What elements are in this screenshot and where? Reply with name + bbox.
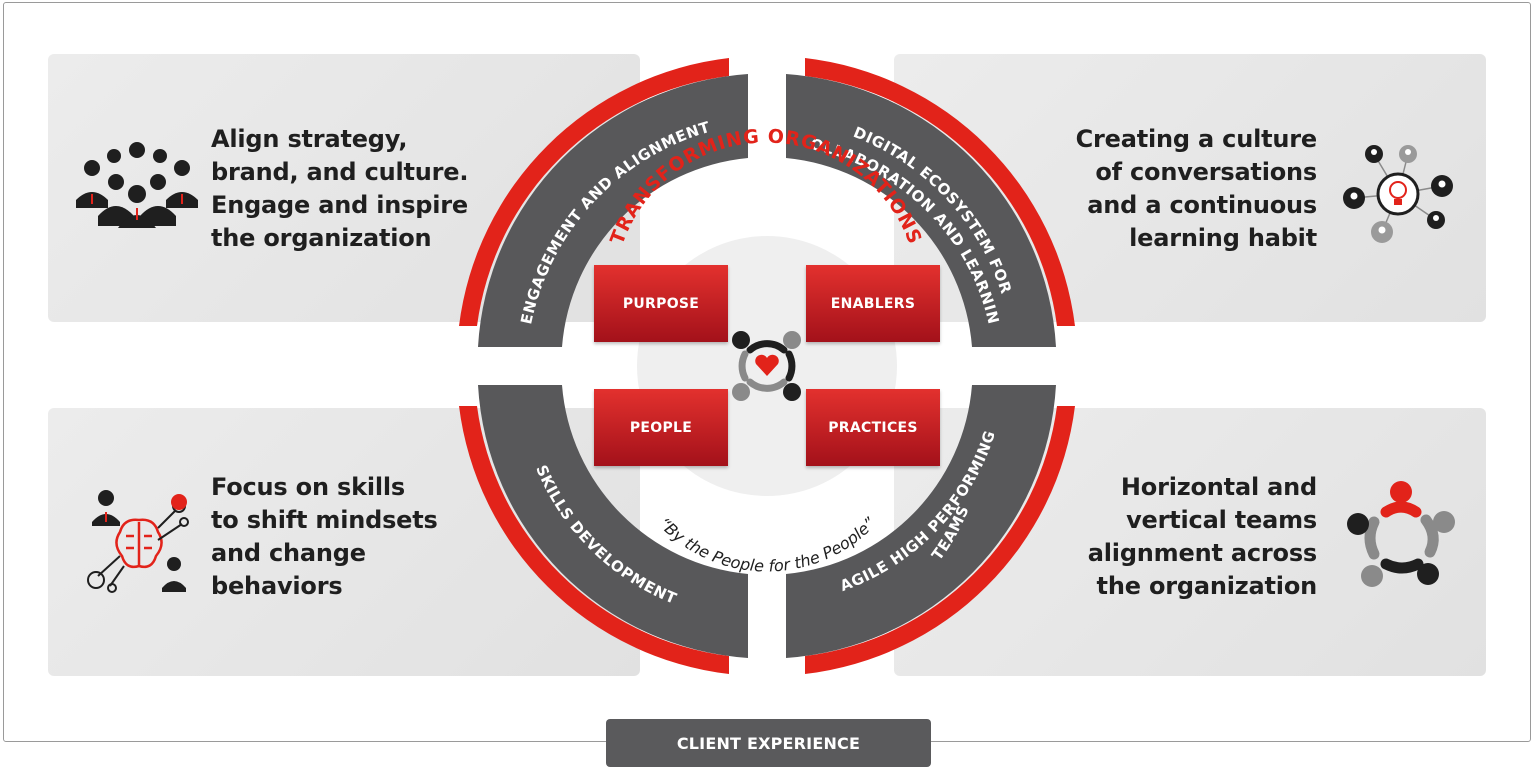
quadrant-top-right	[786, 74, 1056, 347]
box-purpose: PURPOSE	[594, 265, 728, 342]
text-line: to shift mindsets	[211, 506, 438, 534]
panel-text-top-left: Align strategy, brand, and culture. Enga…	[211, 123, 468, 255]
quadrant-top-left	[478, 74, 748, 347]
box-label: PEOPLE	[629, 419, 693, 436]
text-line: vertical teams	[1126, 506, 1317, 534]
panel-text-top-right: Creating a culture of conversations and …	[1075, 123, 1318, 255]
text-line: of conversations	[1095, 158, 1317, 186]
red-arc-bottom-right	[805, 406, 1075, 674]
client-experience-bar: CLIENT EXPERIENCE	[606, 719, 931, 767]
box-enablers: ENABLERS	[806, 265, 940, 342]
client-experience-label: CLIENT EXPERIENCE	[676, 733, 861, 753]
quadrant-bottom-left	[478, 385, 748, 658]
text-line: Align strategy,	[211, 125, 408, 153]
text-line: Horizontal and	[1120, 473, 1317, 501]
red-arc-top-left	[459, 58, 729, 326]
panel-text-bottom-right: Horizontal and vertical teams alignment …	[1088, 471, 1317, 603]
text-line: brand, and culture.	[211, 158, 469, 186]
heart-people-icon	[732, 331, 801, 401]
text-line: and change	[211, 539, 366, 567]
box-label: ENABLERS	[830, 295, 916, 312]
red-arc-top-right	[805, 58, 1075, 326]
text-line: alignment across	[1087, 539, 1317, 567]
box-practices: PRACTICES	[806, 389, 940, 466]
team-circle-icon	[1347, 481, 1455, 587]
red-arc-bottom-left	[459, 406, 729, 674]
text-line: Engage and inspire	[211, 191, 469, 219]
text-line: the organization	[211, 224, 432, 252]
text-line: and a continuous	[1087, 191, 1317, 219]
group-of-people-icon	[76, 142, 198, 228]
text-line: Creating a culture	[1075, 125, 1318, 153]
box-label: PRACTICES	[828, 419, 918, 436]
box-people: PEOPLE	[594, 389, 728, 466]
quadrant-bottom-right	[786, 385, 1056, 658]
text-line: the organization	[1096, 572, 1318, 600]
panel-text-bottom-left: Focus on skills to shift mindsets and ch…	[211, 471, 438, 603]
box-label: PURPOSE	[622, 295, 700, 312]
text-line: learning habit	[1129, 224, 1317, 252]
network-lightbulb-icon	[1343, 145, 1453, 243]
text-line: behaviors	[211, 572, 343, 600]
text-line: Focus on skills	[211, 473, 406, 501]
brain-circuit-icon	[87, 490, 189, 593]
